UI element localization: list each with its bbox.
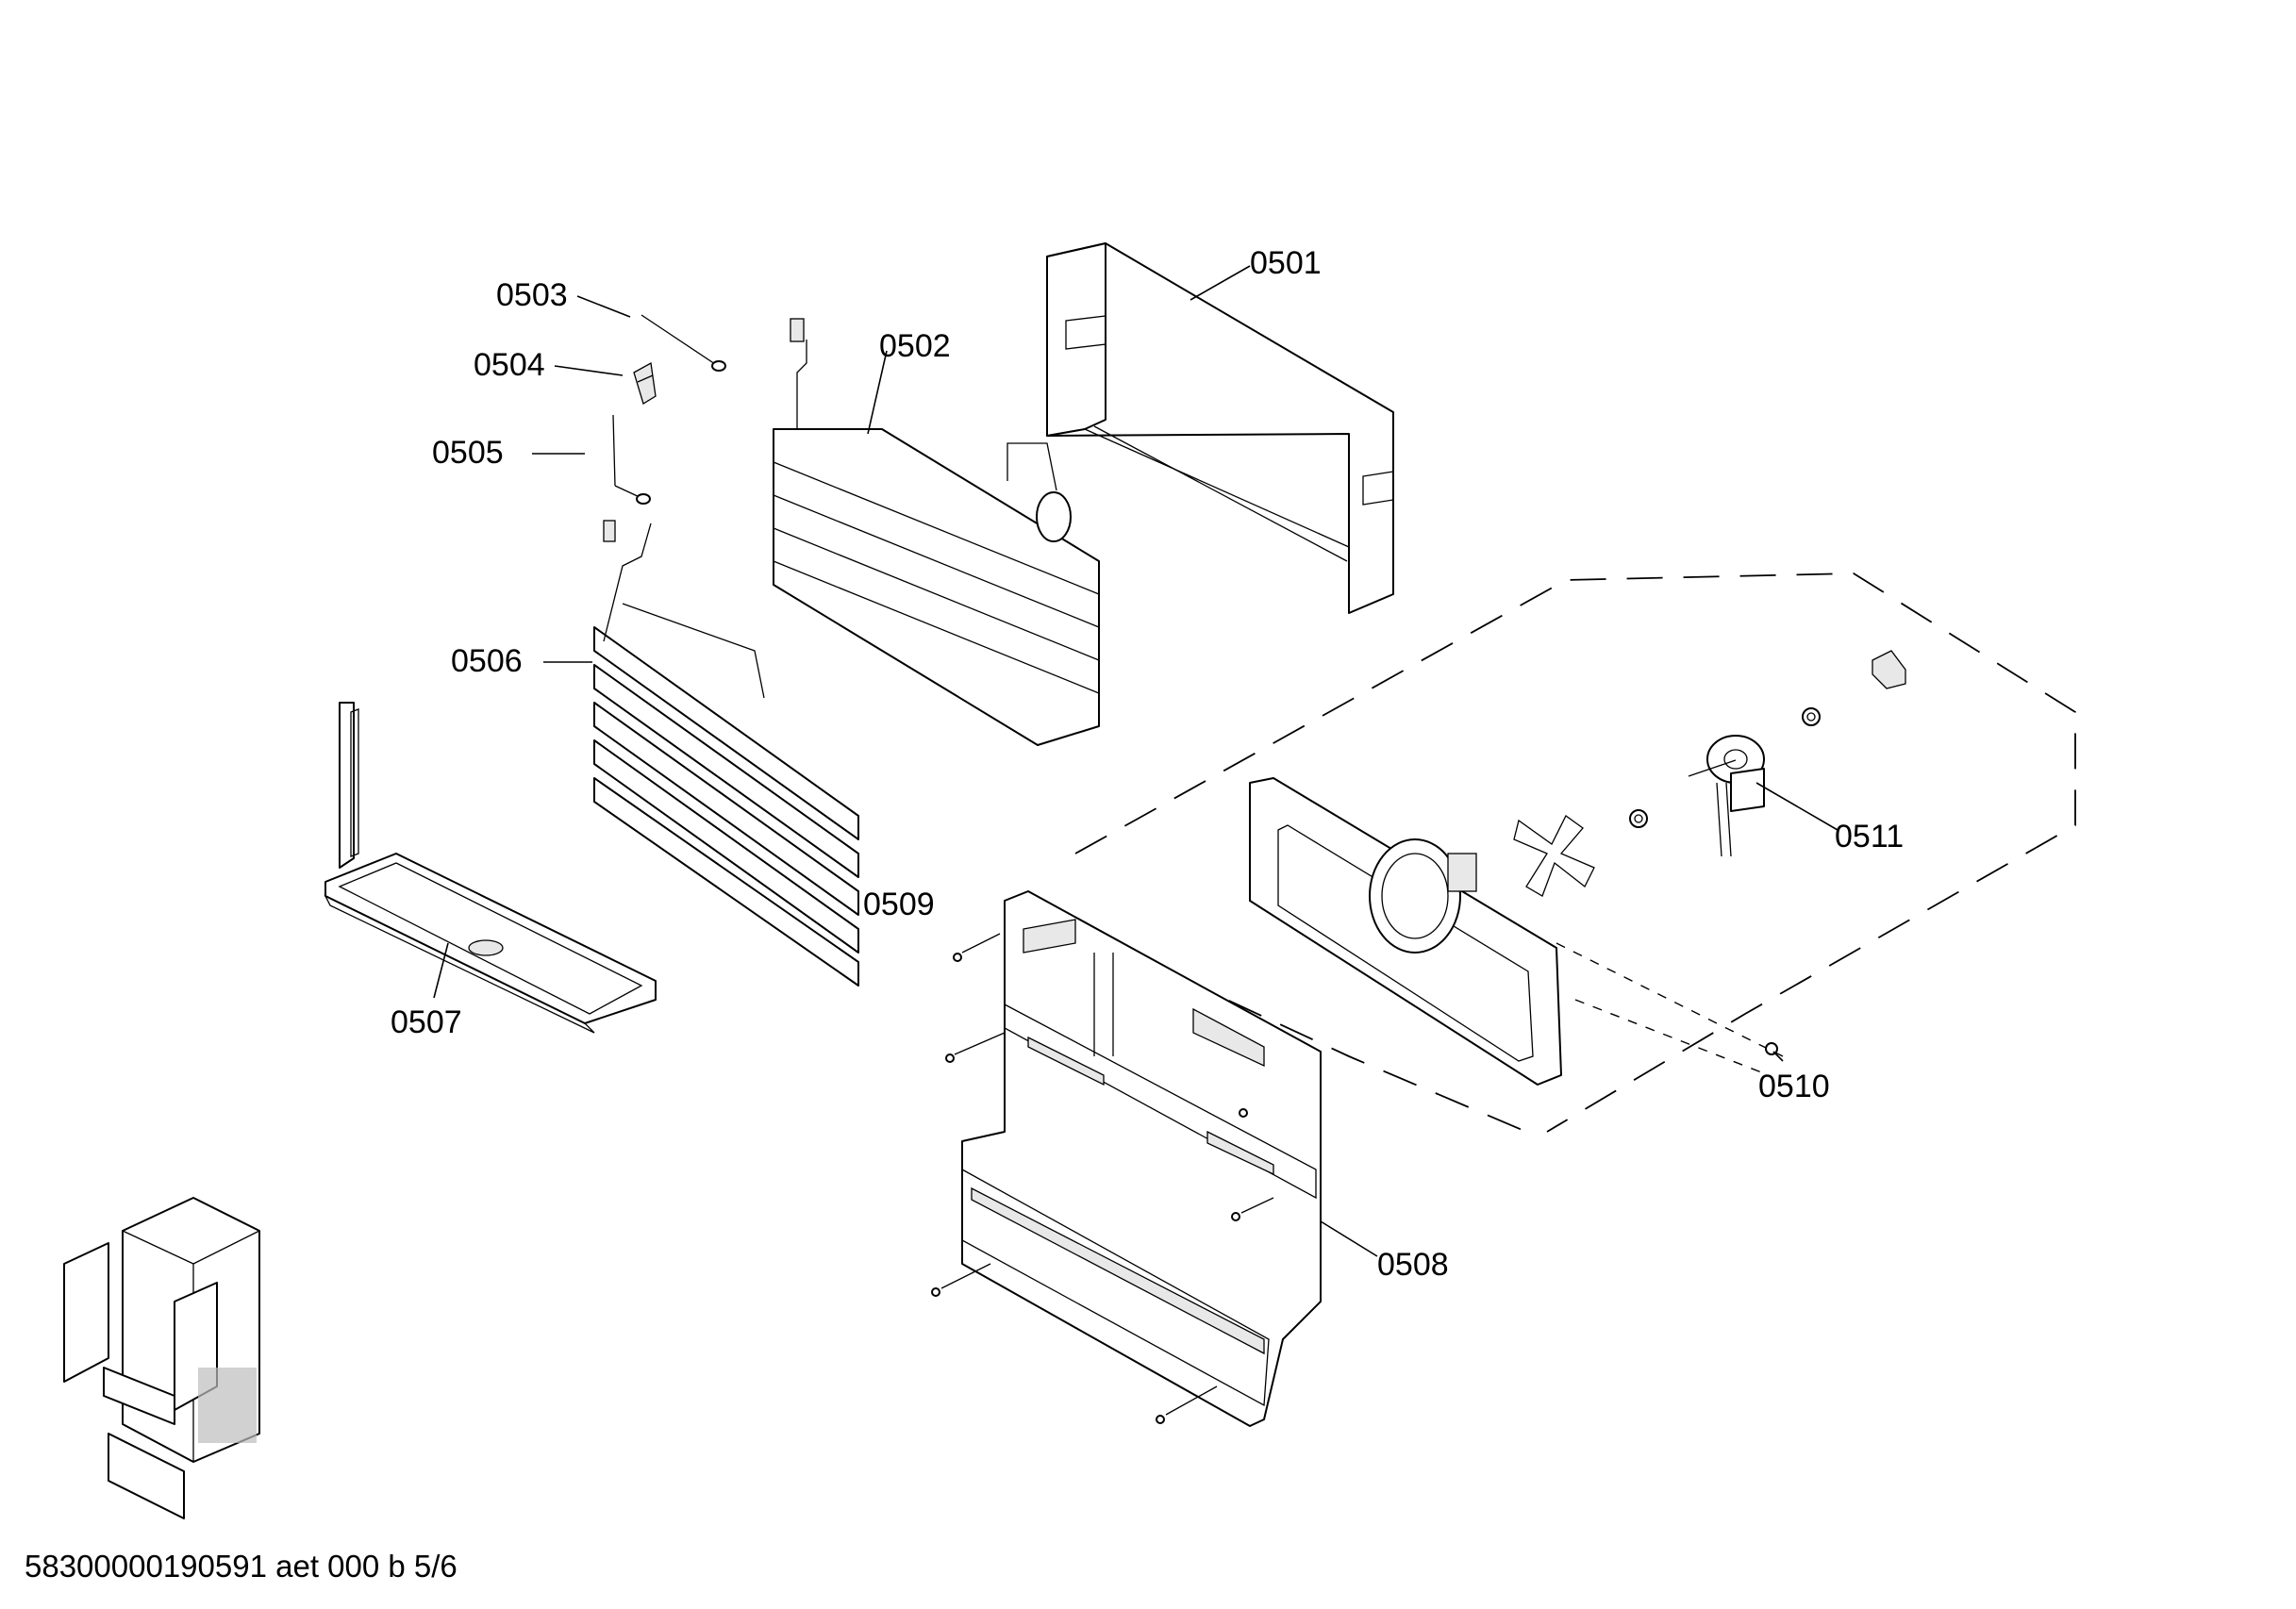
part-0507-drip-tray (324, 702, 657, 1034)
part-0504-clip (633, 361, 657, 405)
callout-0503: 0503 (496, 277, 568, 313)
callout-0511: 0511 (1835, 819, 1904, 854)
callout-labels: 0501 0502 0503 0504 0505 0506 0507 0508 … (391, 245, 1904, 1283)
part-0506-coil (593, 520, 859, 987)
callout-0510: 0510 (1758, 1069, 1830, 1104)
part-0503-sensor (641, 314, 726, 372)
callout-0509: 0509 (863, 887, 935, 922)
part-0502-evaporator (773, 318, 1100, 746)
part-fan-frame (1249, 777, 1562, 1086)
appliance-locator-thumbnail (63, 1197, 260, 1519)
part-fan-blade (1513, 815, 1595, 897)
callout-0504: 0504 (474, 347, 545, 383)
document-code: 58300000190591 aet 000 b 5/6 (25, 1549, 458, 1584)
part-0501-cover-panel (1046, 242, 1394, 614)
callout-0506: 0506 (451, 643, 523, 679)
callout-0507: 0507 (391, 1004, 462, 1040)
part-0505-sensor (612, 414, 651, 505)
leader-lines (433, 265, 1838, 1257)
callout-0502: 0502 (879, 328, 951, 364)
part-0511-fan-motor (1688, 735, 1765, 857)
part-0508-front-panel (961, 890, 1322, 1427)
part-0509-screws (931, 933, 1274, 1424)
part-fasteners-group (1629, 650, 1906, 828)
callout-0505: 0505 (432, 435, 504, 471)
callout-0508: 0508 (1377, 1247, 1449, 1283)
callout-0501: 0501 (1250, 245, 1322, 281)
